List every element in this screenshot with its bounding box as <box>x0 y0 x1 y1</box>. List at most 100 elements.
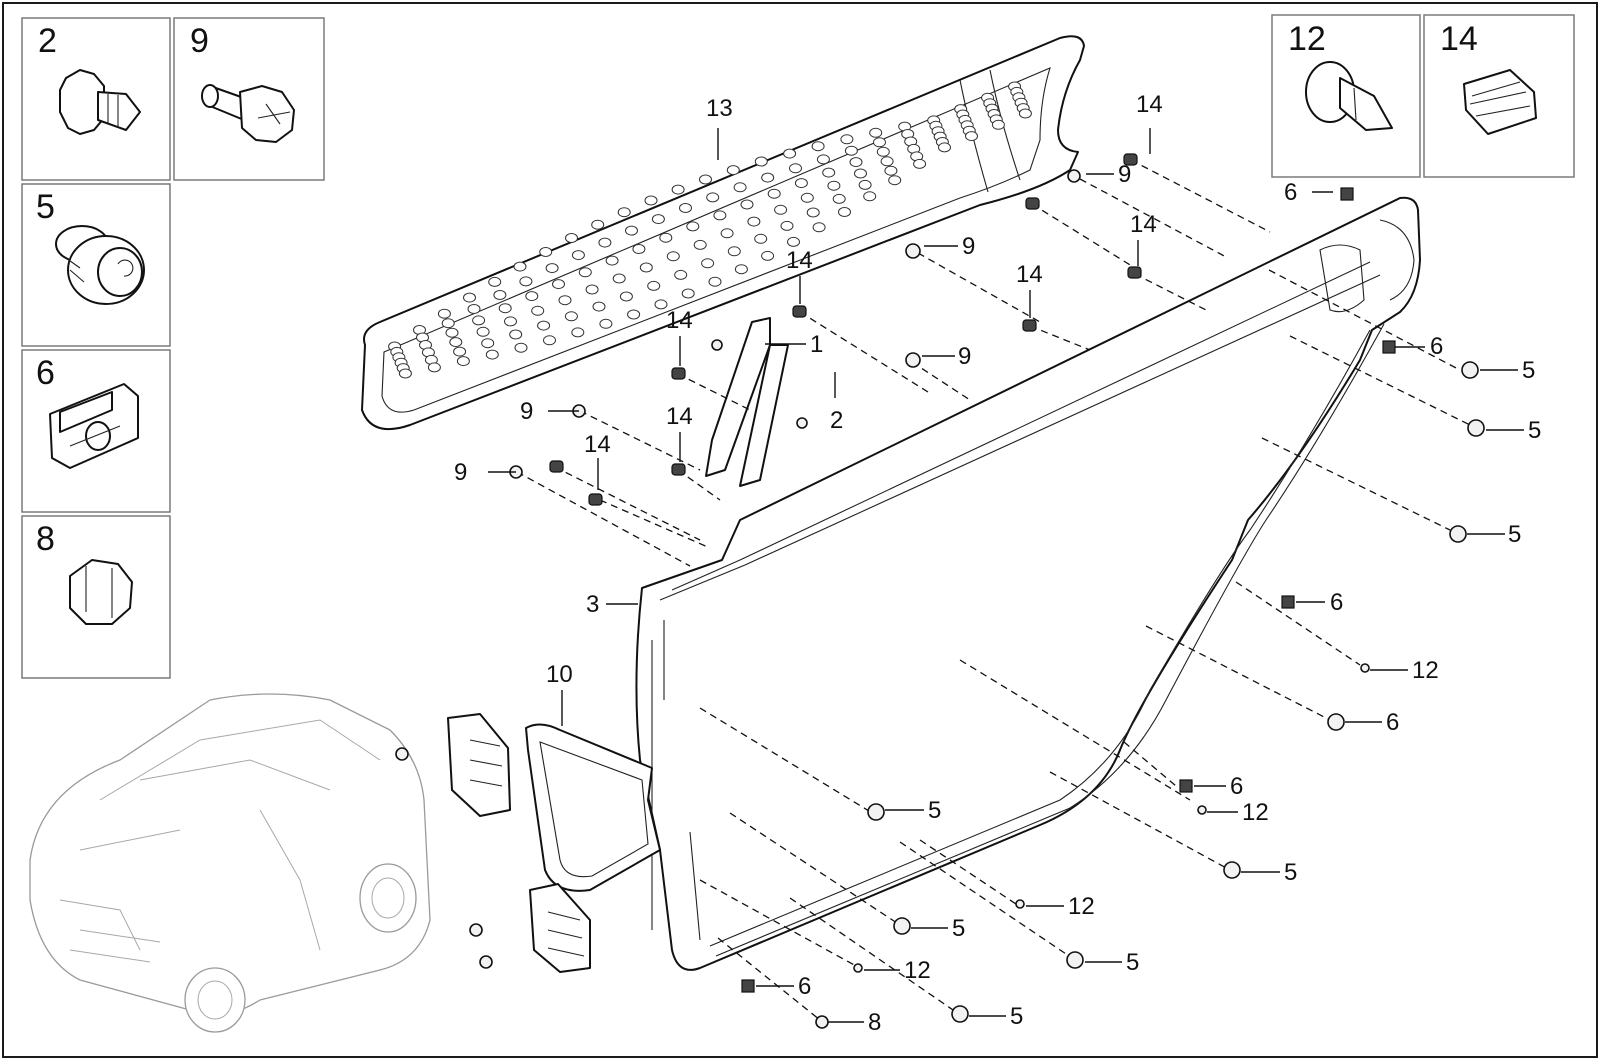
grille-hole <box>552 279 565 290</box>
legend-box-12: 12 <box>1271 14 1421 178</box>
u-nut-clip-icon <box>49 383 139 469</box>
grille-hole <box>816 154 830 165</box>
spring-clip <box>671 367 686 380</box>
grille-hole <box>504 316 517 327</box>
screw <box>905 352 921 368</box>
rivet-icon <box>1305 61 1393 131</box>
callout-5: 5 <box>1528 417 1541 444</box>
grille-hole <box>789 163 802 174</box>
callout-6: 6 <box>1284 179 1297 206</box>
callout-5: 5 <box>1522 357 1535 384</box>
screw-icon <box>201 84 295 143</box>
grille-hole <box>445 327 459 338</box>
grille-hole <box>463 292 476 303</box>
grille-hole <box>644 195 658 206</box>
grille-hole <box>537 320 551 331</box>
grille-hole <box>456 356 470 367</box>
grille-hole <box>599 318 613 329</box>
callout-3: 3 <box>586 591 599 618</box>
grille-hole <box>965 131 978 142</box>
callout-6: 6 <box>1330 589 1343 616</box>
grille-hole <box>617 207 631 218</box>
spring-clip <box>1123 153 1138 166</box>
grille-hole <box>876 146 890 157</box>
grille-hole <box>666 251 680 262</box>
grille-hole <box>481 338 495 349</box>
callout-leaders <box>488 128 1524 1023</box>
grille-hole <box>488 276 502 287</box>
spring-clip <box>1025 197 1040 210</box>
vehicle-reference-illustration <box>29 693 431 1033</box>
grille-hole <box>598 237 612 248</box>
grille-hole <box>733 182 747 193</box>
callout-5: 5 <box>952 915 965 942</box>
callout-12: 12 <box>1412 657 1439 684</box>
grille-hole <box>754 233 768 244</box>
grille-hole <box>605 255 619 266</box>
grille-hole <box>513 261 527 272</box>
grille-hole <box>780 220 794 231</box>
callout-14: 14 <box>1016 261 1043 288</box>
callout-14: 14 <box>584 431 611 458</box>
grille-hole <box>1018 108 1032 119</box>
grille-hole <box>761 172 775 183</box>
legend-number: 6 <box>36 354 55 392</box>
u-nut-clip <box>1340 187 1354 201</box>
rivet <box>853 963 863 973</box>
legend-number: 9 <box>190 22 209 60</box>
grille-hole <box>849 157 863 168</box>
plug-icon <box>69 559 133 625</box>
push-rivet <box>867 803 885 821</box>
push-rivet <box>1449 525 1467 543</box>
grille-hole <box>827 180 841 191</box>
grille-hole <box>794 178 808 189</box>
fasteners <box>395 153 1485 1029</box>
grille-hole <box>647 280 661 291</box>
callout-numbers: 13 14 9 6 14 9 14 14 14 1 9 2 6 5 9 14 5… <box>454 91 1541 1036</box>
grille-hole <box>880 156 894 167</box>
grille-hole <box>774 204 788 215</box>
callout-5: 5 <box>1010 1003 1023 1030</box>
grille-hole <box>591 219 605 230</box>
callout-5: 5 <box>1284 859 1297 886</box>
grille-hole <box>514 342 528 353</box>
door-inner-panel <box>635 196 1421 971</box>
grille-hole <box>840 134 854 145</box>
grille-hole <box>832 193 846 204</box>
callout-8: 8 <box>868 1009 881 1036</box>
legend-number: 12 <box>1288 20 1326 58</box>
push-rivet <box>1467 419 1485 437</box>
screw <box>905 243 921 259</box>
grille-hole <box>787 236 800 247</box>
hinge-bracket-upper <box>447 713 511 817</box>
u-nut-clip <box>1281 595 1295 609</box>
grille-hole <box>713 210 727 221</box>
callout-5: 5 <box>1508 521 1521 548</box>
grille-hole <box>888 175 902 186</box>
legend-box-14: 14 <box>1423 14 1575 178</box>
callout-9: 9 <box>454 459 467 486</box>
grille-hole <box>873 137 886 148</box>
u-nut-clip <box>741 979 755 993</box>
grille-hole <box>854 168 867 179</box>
spring-clip <box>792 305 807 318</box>
grille-hole <box>674 269 688 280</box>
grille-hole <box>441 318 455 329</box>
grille-hole <box>571 250 585 261</box>
screw <box>479 955 493 969</box>
grille-hole <box>708 276 722 287</box>
callout-9: 9 <box>962 233 975 260</box>
u-nut-clip <box>1179 779 1193 793</box>
rivet <box>1015 899 1025 909</box>
grille-hole <box>734 264 748 275</box>
grille-hole <box>699 174 712 185</box>
callout-12: 12 <box>1242 799 1269 826</box>
push-rivet <box>1223 861 1241 879</box>
grille-hole <box>493 290 507 300</box>
grille-hole <box>863 191 877 202</box>
grille-hole <box>686 221 700 232</box>
grille-hole <box>437 308 451 319</box>
callout-1: 1 <box>810 331 823 358</box>
grille-hole <box>783 148 797 159</box>
grille-hole <box>681 288 695 299</box>
